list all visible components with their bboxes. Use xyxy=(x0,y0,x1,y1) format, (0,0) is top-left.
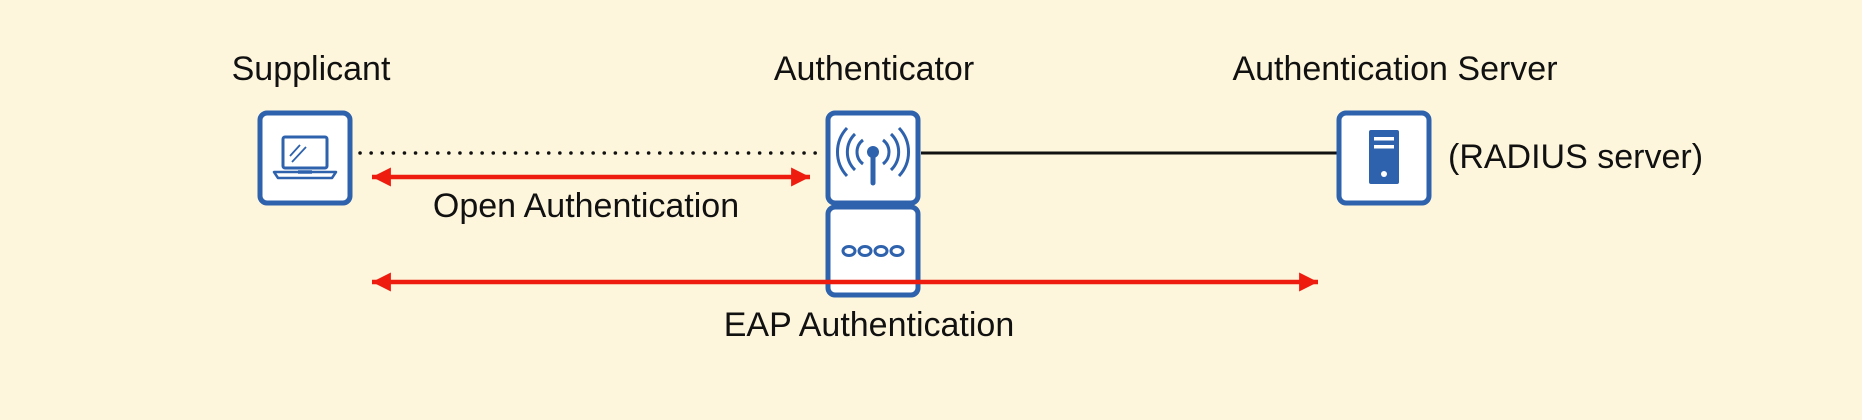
auth-server-label: Authentication Server xyxy=(1232,50,1557,88)
radius-server-note: (RADIUS server) xyxy=(1448,138,1703,176)
open-authentication-label: Open Authentication xyxy=(433,187,739,225)
authenticator-label: Authenticator xyxy=(774,50,974,88)
eap-authentication-label: EAP Authentication xyxy=(724,306,1014,344)
laptop-icon xyxy=(257,110,353,206)
supplicant-label: Supplicant xyxy=(232,50,391,88)
server-icon xyxy=(1336,110,1432,206)
wireless-access-point-icon xyxy=(825,110,921,206)
